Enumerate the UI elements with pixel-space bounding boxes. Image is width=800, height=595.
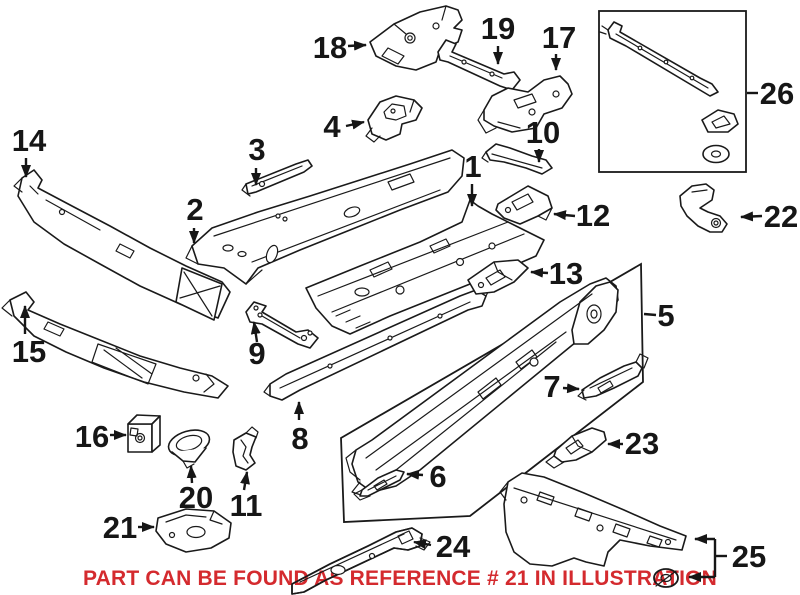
- caption-reference-note: PART CAN BE FOUND AS REFERENCE # 21 IN I…: [83, 567, 717, 590]
- callout-22-label: 22: [764, 199, 798, 234]
- part-25-grommet: [653, 568, 679, 588]
- callout-7-arrow: [562, 383, 580, 394]
- callout-7: 7: [543, 369, 580, 404]
- callout-21: 21: [103, 510, 155, 545]
- callout-13-arrow: [530, 267, 549, 278]
- group-box-5: [340, 262, 649, 523]
- callout-12-label: 12: [576, 198, 610, 233]
- part-23-bracket: [545, 427, 607, 469]
- callout-9-label: 9: [248, 336, 265, 371]
- callout-7-label: 7: [543, 369, 560, 404]
- callout-15: 15: [12, 305, 46, 369]
- part-4-bracket: [365, 95, 423, 143]
- callout-4: 4: [323, 109, 365, 144]
- callout-11: 11: [230, 471, 263, 523]
- part-14-cowl-panel-upper: [13, 169, 231, 321]
- callout-16: 16: [75, 419, 127, 454]
- part-18-bracket: [369, 5, 463, 71]
- callout-5-label: 5: [657, 298, 674, 333]
- callout-11-label: 11: [230, 488, 263, 523]
- callout-18: 18: [313, 30, 367, 65]
- callout-21-label: 21: [103, 510, 137, 545]
- part-21-reinforcement-plate: [155, 508, 232, 553]
- callout-4-label: 4: [323, 109, 341, 144]
- part-2-dash-panel: [185, 149, 465, 285]
- callout-2: 2: [186, 192, 204, 244]
- callout-14-label: 14: [12, 123, 47, 158]
- part-20-funnel-grommet: [167, 429, 211, 469]
- part-7-rail-bracket: [577, 353, 649, 401]
- callout-19-label: 19: [481, 11, 515, 46]
- callout-18-arrow: [347, 40, 367, 51]
- callout-8-label: 8: [291, 421, 308, 456]
- part-19-seat-rail: [437, 39, 521, 103]
- callout-24: 24: [413, 529, 471, 564]
- callout-22: 22: [740, 199, 798, 234]
- callout-17-label: 17: [542, 20, 576, 55]
- callout-10: 10: [526, 115, 560, 163]
- callout-8: 8: [291, 401, 309, 456]
- callout-16-label: 16: [75, 419, 109, 454]
- part-17-seat-crossmember: [477, 75, 573, 134]
- callout-12: 12: [553, 198, 610, 233]
- callout-6-label: 6: [429, 459, 446, 494]
- callout-3: 3: [248, 132, 266, 186]
- callout-25: 25: [688, 534, 766, 582]
- part-8-side-rail: [263, 281, 491, 401]
- callout-17: 17: [542, 20, 576, 71]
- callout-11-arrow: [240, 471, 250, 491]
- callout-9-arrow: [250, 321, 261, 343]
- callout-9: 9: [248, 321, 266, 371]
- callout-4-arrow: [345, 119, 365, 130]
- callout-13: 13: [530, 256, 583, 291]
- callout-20: 20: [179, 465, 213, 515]
- part-1-floor-pan: [305, 199, 545, 335]
- callout-24-arrow: [413, 539, 432, 550]
- callout-23-label: 23: [625, 426, 659, 461]
- callout-23: 23: [607, 426, 659, 461]
- callout-5: 5: [643, 298, 675, 333]
- part-6-bracket: [353, 469, 405, 501]
- part-13-plate: [467, 259, 529, 295]
- callout-24-label: 24: [436, 529, 471, 564]
- callout-3-label: 3: [248, 132, 265, 167]
- callout-10-label: 10: [526, 115, 560, 150]
- callout-1-label: 1: [464, 149, 481, 184]
- part-3-support-bar: [241, 159, 313, 197]
- callout-25-label: 25: [732, 539, 766, 574]
- callout-26-label: 26: [760, 76, 794, 111]
- part-25-under-cover: [499, 472, 687, 567]
- callout-6-arrow: [406, 469, 424, 480]
- part-11-pillar-bracket: [232, 426, 259, 471]
- part-9-crossmember: [245, 301, 319, 349]
- callout-6: 6: [406, 459, 447, 494]
- callout-5-connector: [643, 312, 657, 317]
- callout-19: 19: [481, 11, 515, 65]
- part-16-mount-bracket: [127, 414, 161, 453]
- callout-20-arrow: [186, 465, 197, 484]
- callout-22-arrow: [740, 211, 763, 222]
- part-12-plate: [495, 185, 553, 225]
- callout-26: 26: [747, 76, 794, 111]
- part-22-bracket: [679, 183, 728, 233]
- callout-20-label: 20: [179, 480, 213, 515]
- part-10-brace-strip: [481, 143, 553, 175]
- callout-14: 14: [12, 123, 47, 178]
- callout-13-label: 13: [549, 256, 583, 291]
- callout-18-label: 18: [313, 30, 347, 65]
- callout-15-label: 15: [12, 334, 46, 369]
- callout-2-label: 2: [186, 192, 203, 227]
- callout-1: 1: [464, 149, 482, 207]
- callout-12-arrow: [553, 210, 576, 221]
- group-box-26: [598, 10, 747, 173]
